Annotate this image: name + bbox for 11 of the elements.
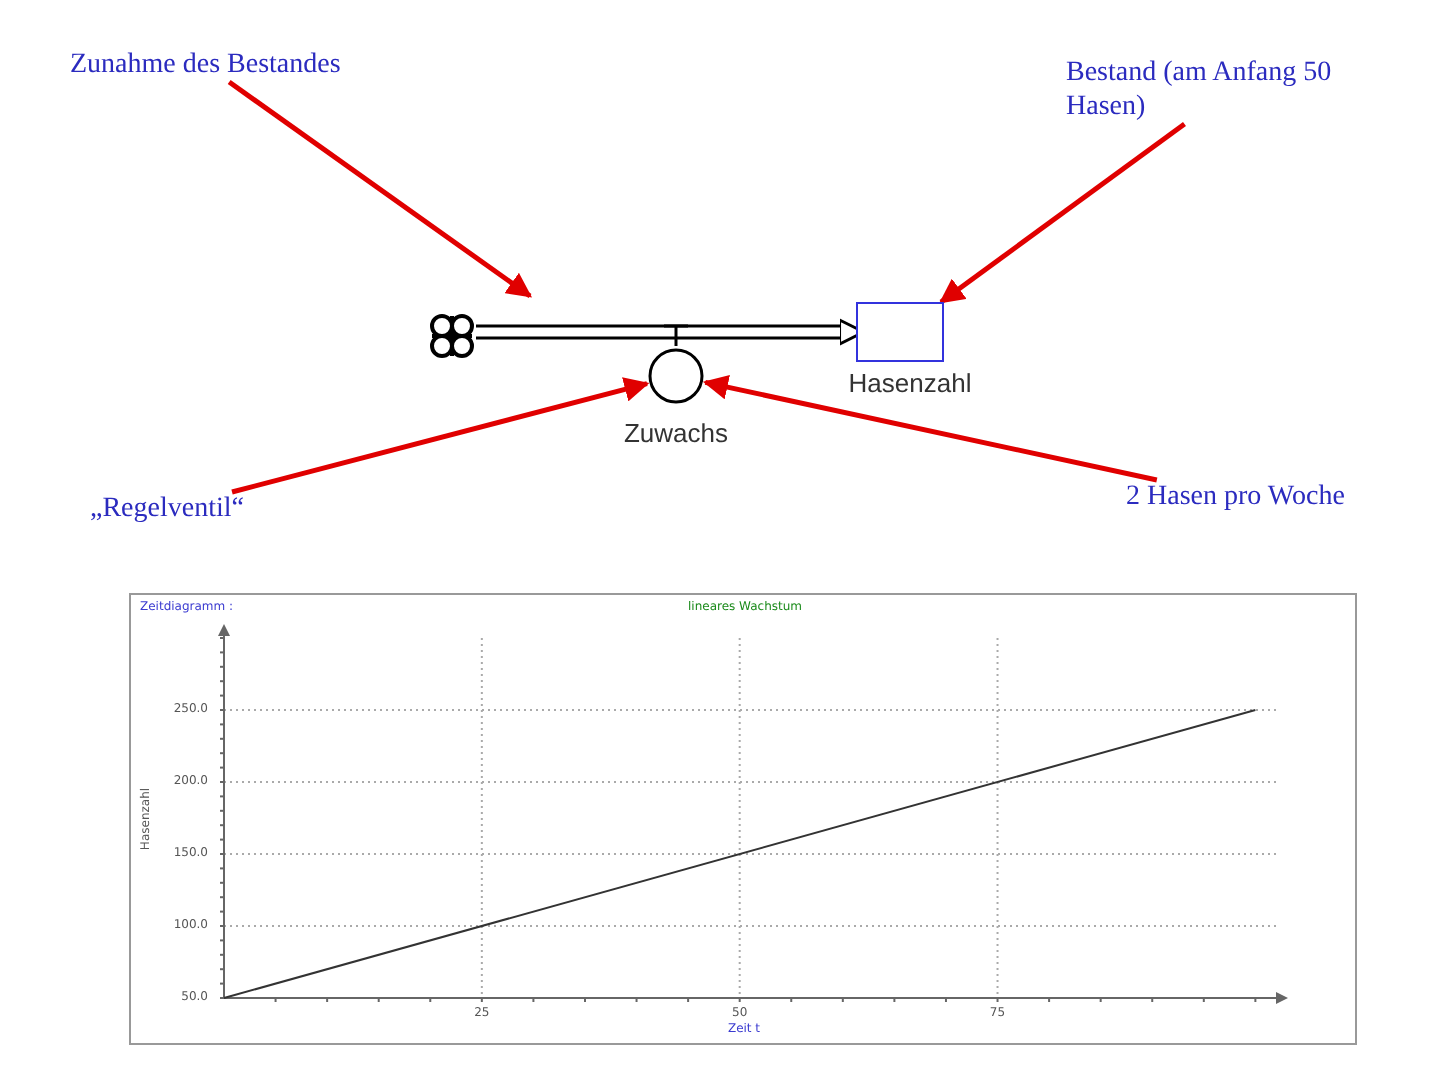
leader-arrow bbox=[231, 377, 650, 495]
leader-arrow bbox=[227, 79, 533, 299]
leader-arrow bbox=[939, 121, 1186, 305]
valve-stem bbox=[662, 324, 690, 346]
leader-arrow bbox=[702, 374, 1158, 483]
annotation-text: Zunahme des Bestandes bbox=[70, 48, 341, 82]
annotation-text: „Regelventil“ bbox=[90, 492, 244, 526]
valve-label: Zuwachs bbox=[621, 418, 731, 448]
annotation-text: Bestand (am Anfang 50 Hasen) bbox=[1066, 56, 1396, 124]
annotation-text: 2 Hasen pro Woche bbox=[1126, 480, 1345, 514]
stock-label: Hasenzahl bbox=[846, 368, 974, 398]
